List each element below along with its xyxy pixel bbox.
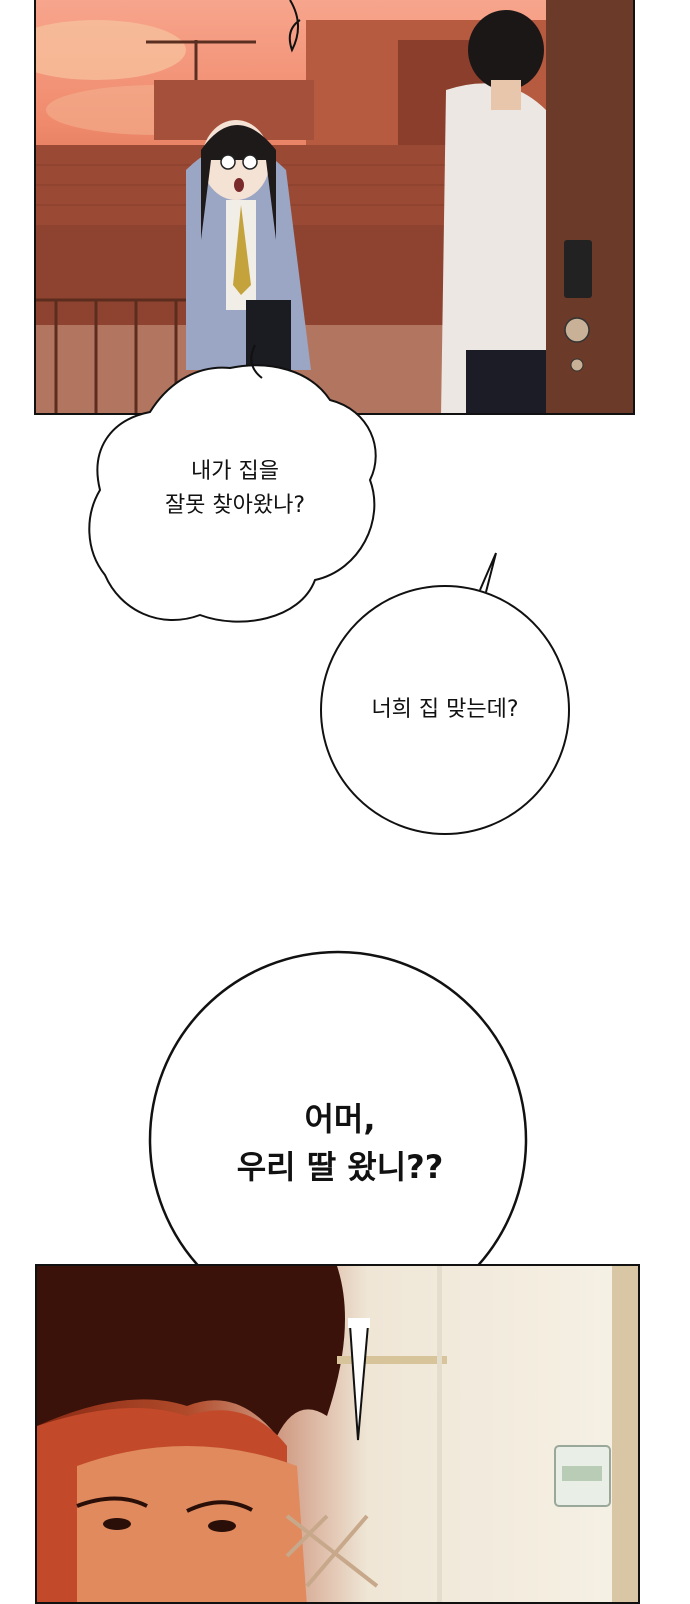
reply-bubble-text: 너희 집 맞는데?: [325, 693, 565, 727]
shout-line-1: 어머,: [304, 1100, 376, 1138]
shout-line-2: 우리 딸 왔니??: [236, 1148, 444, 1186]
closeup-illustration: [37, 1266, 638, 1602]
reply-bubble: [320, 585, 570, 835]
thought-bubble-text: 내가 집을 잘못 찾아왔나?: [120, 455, 350, 523]
reply-bubble-tail: [479, 552, 497, 593]
comic-panel-closeup: [35, 1264, 640, 1604]
shout-bubble-text: 어머, 우리 딸 왔니??: [160, 1095, 520, 1191]
thought-line-1: 내가 집을: [191, 459, 279, 484]
comic-panel-rooftop-scene: [34, 0, 635, 415]
thought-tail: [288, 0, 301, 53]
reply-line-1: 너희 집 맞는데?: [371, 697, 519, 722]
thought-line-2: 잘못 찾아왔나?: [164, 493, 306, 518]
thought-bubble: [88, 364, 377, 623]
rooftop-scene-illustration: [36, 0, 633, 413]
